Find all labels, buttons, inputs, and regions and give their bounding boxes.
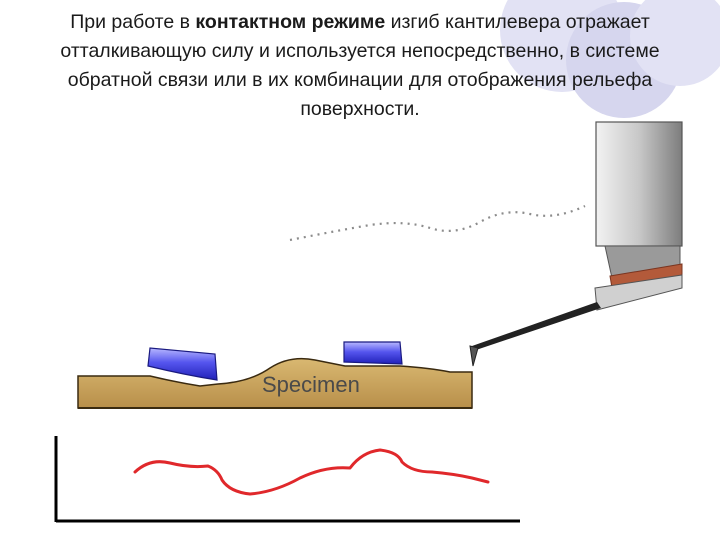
caption-bold: контактном режиме — [195, 11, 386, 33]
specimen-base — [77, 357, 473, 409]
cantilever-beam — [472, 302, 601, 350]
decor-circle-3 — [630, 0, 720, 86]
probe-tip — [469, 345, 479, 367]
surface-feature-right — [343, 341, 403, 365]
surface-feature-left — [147, 347, 218, 381]
surface-profile-line — [133, 448, 490, 496]
caption-text: При работе в контактном режиме изгиб кан… — [28, 8, 692, 124]
specimen-label: Specimen — [262, 372, 360, 397]
caption-part-1: При работе в — [70, 11, 196, 33]
piezo-holder — [595, 121, 683, 247]
caption-part-2: изгиб кантилевера отражает отталкивающую… — [60, 11, 660, 120]
laser-beam-path — [289, 205, 586, 242]
